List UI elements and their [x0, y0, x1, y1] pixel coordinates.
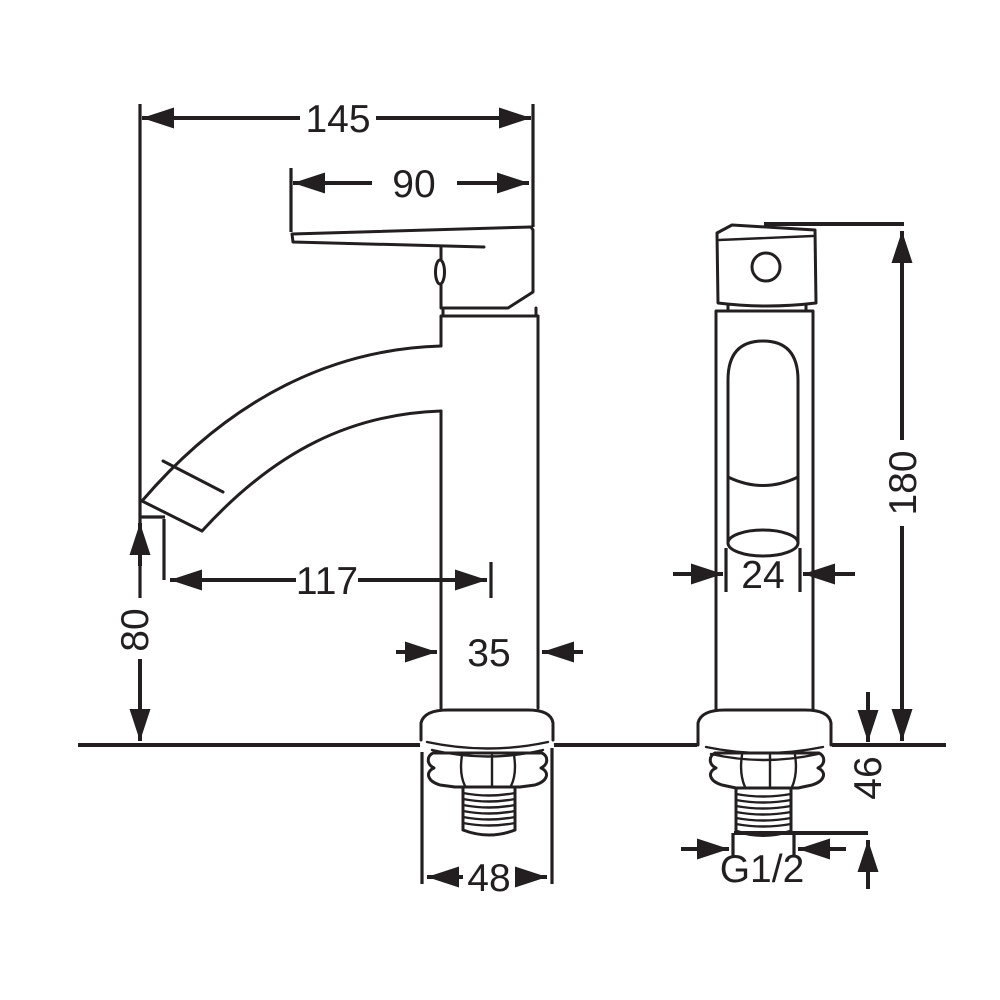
dim-145-label: 145 — [305, 98, 370, 141]
dim-48: 48 — [427, 857, 547, 900]
dim-46-label: 46 — [847, 756, 890, 799]
dim-35: 35 — [396, 632, 583, 675]
nut-lobe-lines — [459, 753, 517, 789]
dim-80-label: 80 — [114, 608, 157, 651]
spout-outlet-face — [140, 499, 204, 533]
inner-cylinder-arc — [726, 475, 800, 487]
dim-48-label: 48 — [467, 857, 510, 900]
spout-inner-curve — [200, 409, 443, 533]
dim-90: 90 — [293, 163, 529, 206]
spout-arch — [726, 339, 800, 545]
pivot-pin — [434, 258, 446, 286]
spout-outer-curve — [140, 344, 443, 503]
dim-90-label: 90 — [392, 163, 435, 206]
left-view-faucet-profile — [140, 225, 555, 837]
dim-24: 24 — [673, 554, 855, 597]
dim-180-label: 180 — [882, 450, 925, 515]
body-column — [439, 314, 540, 710]
dim-145: 145 — [142, 98, 531, 141]
handle-cap-line — [717, 234, 815, 242]
body-front — [714, 309, 815, 712]
mounting-nut-front — [708, 751, 826, 790]
thread-lines — [461, 791, 517, 827]
thread-lines-front — [734, 792, 793, 828]
dimension-annotations: 145 90 117 80 35 48 — [114, 98, 925, 900]
dim-117-label: 117 — [296, 560, 358, 603]
dim-thread-label: G1/2 — [720, 848, 805, 891]
mounting-nut — [426, 751, 549, 789]
dim-thread: G1/2 — [681, 838, 846, 891]
dim-46: 46 — [734, 692, 890, 889]
dim-180: 180 — [764, 222, 925, 741]
handle-lever — [290, 225, 533, 249]
nut-lobe-lines-front — [739, 753, 798, 790]
dim-117: 117 — [170, 560, 487, 603]
dim-24-label: 24 — [741, 554, 784, 597]
dim-80: 80 — [114, 523, 157, 741]
extension-lines — [138, 104, 802, 884]
dim-35-label: 35 — [467, 632, 510, 675]
base-flange-front — [696, 708, 833, 747]
outlet-ellipse — [726, 528, 800, 558]
right-view-faucet-front — [696, 223, 833, 837]
neck-ring — [441, 306, 540, 318]
aerator-band-line — [161, 459, 225, 494]
handle-hub — [439, 225, 535, 310]
handle-front — [715, 223, 818, 308]
base-flange — [419, 708, 555, 742]
handle-screw-hole — [750, 251, 782, 283]
